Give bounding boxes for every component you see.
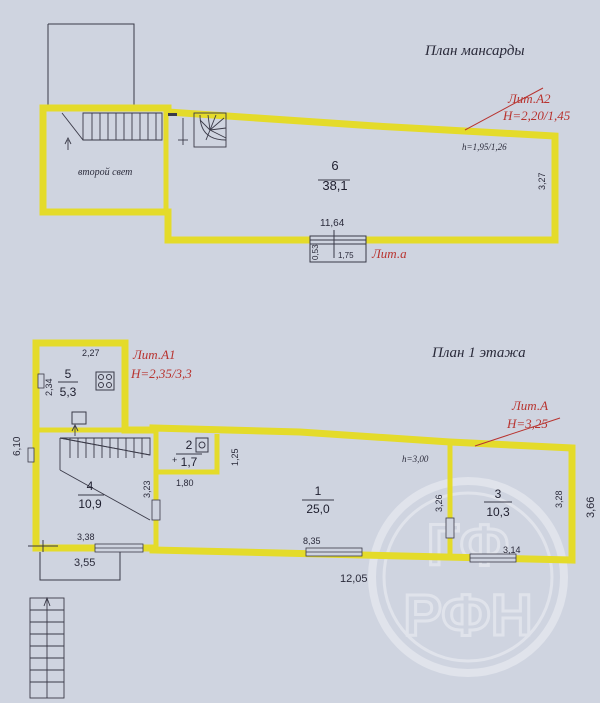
stove-icon <box>95 371 115 391</box>
attic-lit-a-small: Лит.а <box>371 246 407 261</box>
room-1-number: 1 <box>315 484 322 498</box>
room-4-number: 4 <box>87 479 94 493</box>
room-2-area: 1,7 <box>181 455 198 469</box>
attic-second-light: второй свет <box>78 167 132 178</box>
dim-835: 8,35 <box>303 536 321 546</box>
ground-inner-height: h=3,00 <box>402 454 429 464</box>
room-3-area: 10,3 <box>486 505 510 519</box>
attic-left-stair <box>61 112 163 150</box>
attic-dim-width: 3,27 <box>537 172 547 190</box>
attic-small-dim-2: 1,75 <box>338 251 354 260</box>
dim-323: 3,23 <box>142 480 152 498</box>
ground-lit-a-label: Лит.А <box>511 398 548 413</box>
attic-lit-height: H=2,20/1,45 <box>502 108 571 123</box>
dim-125: 1,25 <box>230 448 240 466</box>
attic-small-dim-1: 0,53 <box>311 244 320 260</box>
watermark-logo: ГФ РФН <box>368 477 568 677</box>
dim-366: 3,66 <box>585 497 597 518</box>
ground-stair <box>59 423 151 521</box>
dim-314: 3,14 <box>503 545 521 555</box>
dim-234: 2,34 <box>44 378 54 396</box>
ground-title: План 1 этажа <box>431 345 526 361</box>
svg-text:+: + <box>172 455 177 465</box>
dim-180: 1,80 <box>176 478 194 488</box>
dim-355: 3,55 <box>74 557 95 569</box>
room-5-area: 5,3 <box>60 385 77 399</box>
room-5-number: 5 <box>65 367 72 381</box>
room-4-area: 10,9 <box>78 497 102 511</box>
ground-lit-a-height: H=3,25 <box>506 416 548 431</box>
attic-room-number: 6 <box>331 158 338 173</box>
ground-plan: План 1 этажа Лит.А1 H=2,35/3,3 Лит.А H=3… <box>12 339 597 699</box>
attic-plan: План мансарды Лит.А2 H=2,20/1,45 h=1,95/… <box>39 23 571 263</box>
entry-steps <box>29 596 65 699</box>
dim-326: 3,26 <box>434 494 444 512</box>
ground-lit-a1-label: Лит.А1 <box>132 347 176 362</box>
dim-328: 3,28 <box>554 490 564 508</box>
attic-lit-label: Лит.А2 <box>507 91 551 106</box>
watermark-line1: ГФ <box>427 513 509 578</box>
dim-338: 3,38 <box>77 532 95 542</box>
room-3-number: 3 <box>495 487 502 501</box>
watermark-line2: РФН <box>403 583 532 648</box>
dim-227: 2,27 <box>82 348 100 358</box>
attic-inner-height: h=1,95/1,26 <box>462 142 507 152</box>
attic-dim-length: 11,64 <box>320 218 345 229</box>
dim-610: 6,10 <box>12 436 23 456</box>
attic-room-area: 38,1 <box>322 178 347 193</box>
attic-title: План мансарды <box>424 43 525 59</box>
room-2-number: 2 <box>186 438 193 452</box>
attic-spiral-stair <box>178 112 227 148</box>
dim-1205: 12,05 <box>340 573 368 585</box>
ground-lit-a1-height: H=2,35/3,3 <box>130 366 192 381</box>
room-1-area: 25,0 <box>306 502 330 516</box>
